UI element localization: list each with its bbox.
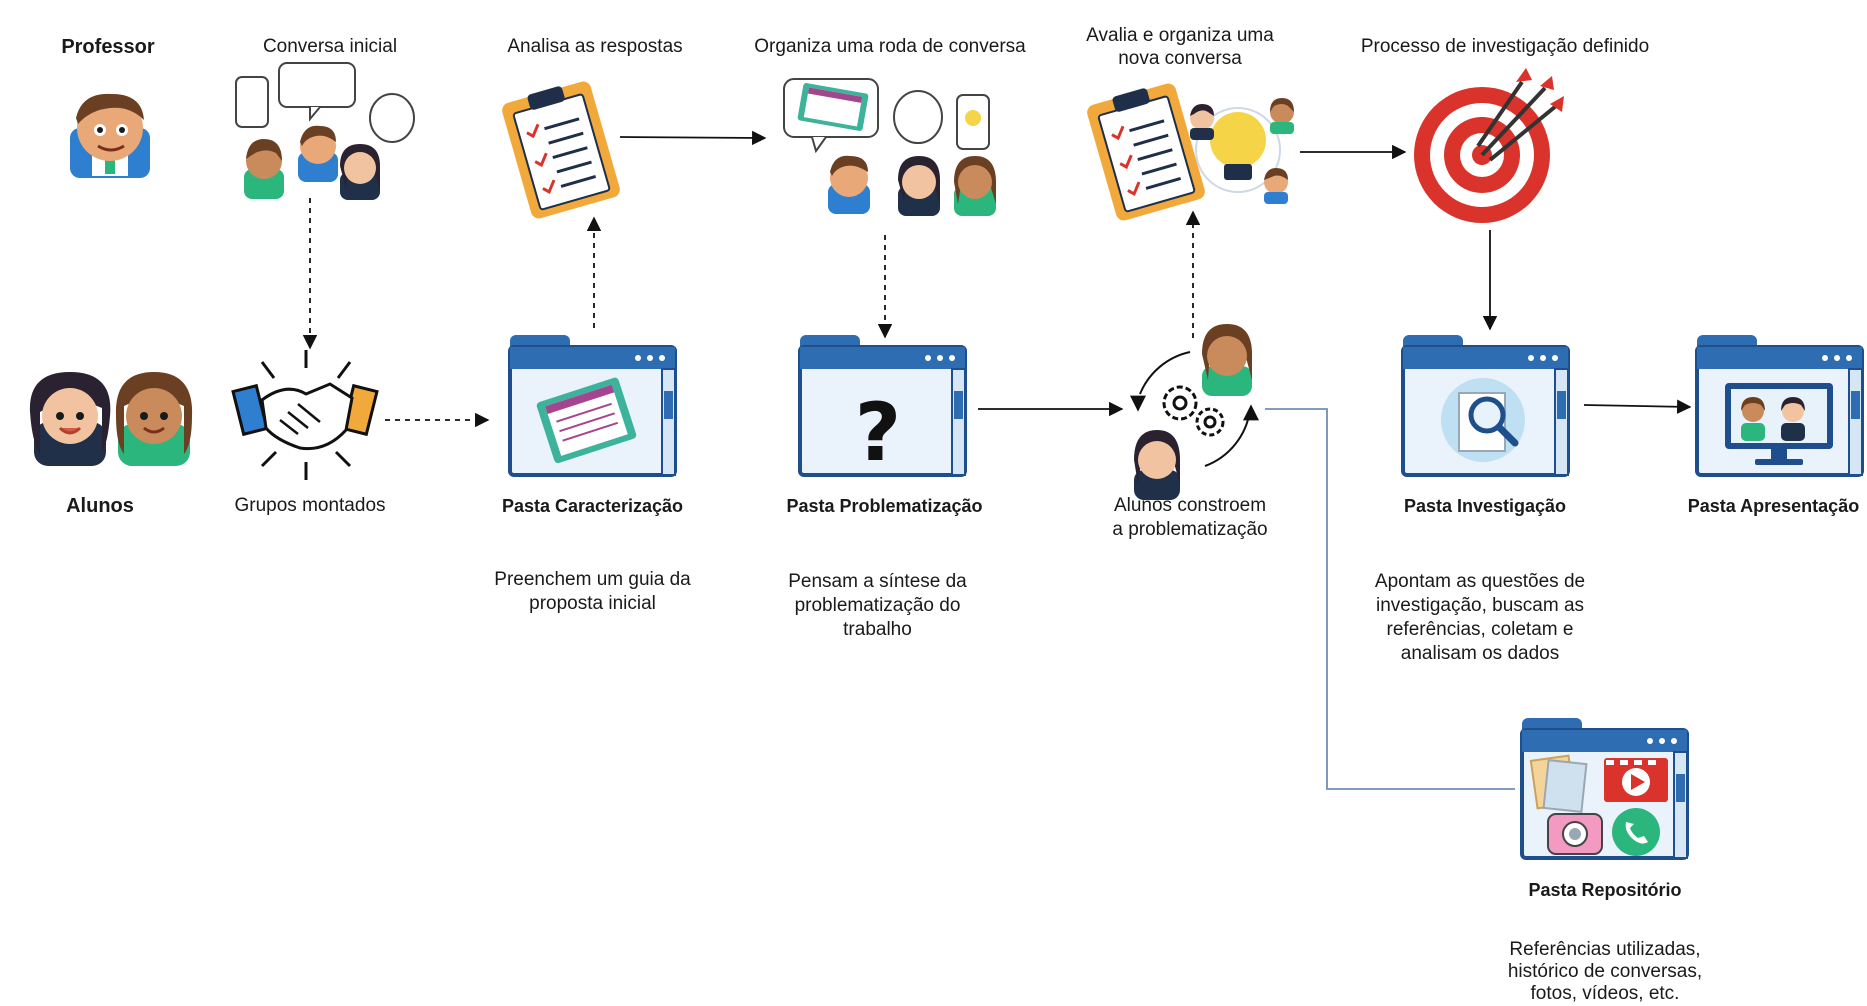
role-professor-label: Professor [61, 36, 155, 58]
folder-problematizacao-desc2: problematização do [794, 595, 961, 616]
folder-caracterizacao-title: Pasta Caracterização [501, 496, 684, 516]
professor-avatar-icon [70, 93, 150, 178]
folder-repositorio-desc3: fotos, vídeos, etc. [1530, 983, 1680, 1004]
folder-problematizacao-desc3: trabalho [843, 619, 912, 640]
folder-apresentacao-title: Pasta Apresentação [1687, 496, 1860, 516]
arrow-investigacao-to-apresentacao [1583, 399, 1692, 414]
folder-repositorio-icon [1520, 716, 1689, 860]
conversation-group-icon [235, 62, 415, 200]
arrow-analisa-to-roda [619, 130, 767, 146]
folder-apresentacao-icon [1695, 333, 1864, 477]
folder-investigacao-desc3: referências, coletam e [1386, 619, 1574, 640]
step-processo-definido: Processo de investigação definido [1360, 36, 1650, 57]
discussion-circle-icon [783, 78, 996, 216]
folder-caracterizacao-icon [508, 333, 677, 477]
folder-caracterizacao-desc1: Preenchem um guia da [494, 569, 691, 590]
target-icon [1414, 68, 1564, 223]
step-constroem-line2: a problematização [1112, 519, 1268, 540]
role-alunos-label: Alunos [66, 495, 134, 517]
handshake-icon [231, 350, 379, 480]
folder-investigacao-icon [1401, 333, 1570, 477]
folder-repositorio-desc2: histórico de conversas, [1507, 961, 1703, 982]
clipboard-checklist-icon [498, 78, 624, 222]
step-organiza-roda: Organiza uma roda de conversa [754, 36, 1026, 57]
students-gears-icon [1130, 324, 1259, 500]
folder-problematizacao-icon: ? [798, 333, 967, 479]
step-conversa-inicial: Conversa inicial [262, 36, 398, 57]
folder-repositorio-title: Pasta Repositório [1528, 880, 1682, 900]
step-avalia-line1: Avalia e organiza uma [1086, 25, 1274, 46]
question-mark-icon: ? [855, 386, 901, 479]
folder-problematizacao-title: Pasta Problematização [786, 496, 983, 516]
step-grupos-montados: Grupos montados [234, 495, 386, 516]
connectors [302, 130, 1692, 790]
folder-investigacao-desc1: Apontam as questões de [1374, 571, 1586, 592]
folder-investigacao-desc4: analisam os dados [1400, 643, 1560, 664]
alunos-avatars-icon [29, 372, 193, 466]
folder-problematizacao-desc1: Pensam a síntese da [788, 571, 967, 592]
connector-to-repositorio [1265, 408, 1515, 790]
folder-caracterizacao-desc2: proposta inicial [529, 593, 656, 614]
folder-repositorio-desc1: Referências utilizadas, [1509, 939, 1701, 960]
step-constroem-line1: Alunos constroem [1113, 495, 1267, 516]
folder-investigacao-desc2: investigação, buscam as [1375, 595, 1585, 616]
step-analisa-respostas: Analisa as respostas [507, 36, 683, 57]
evaluate-idea-icon [1083, 80, 1294, 224]
step-avalia-line2: nova conversa [1118, 48, 1242, 69]
folder-investigacao-title: Pasta Investigação [1403, 496, 1567, 516]
